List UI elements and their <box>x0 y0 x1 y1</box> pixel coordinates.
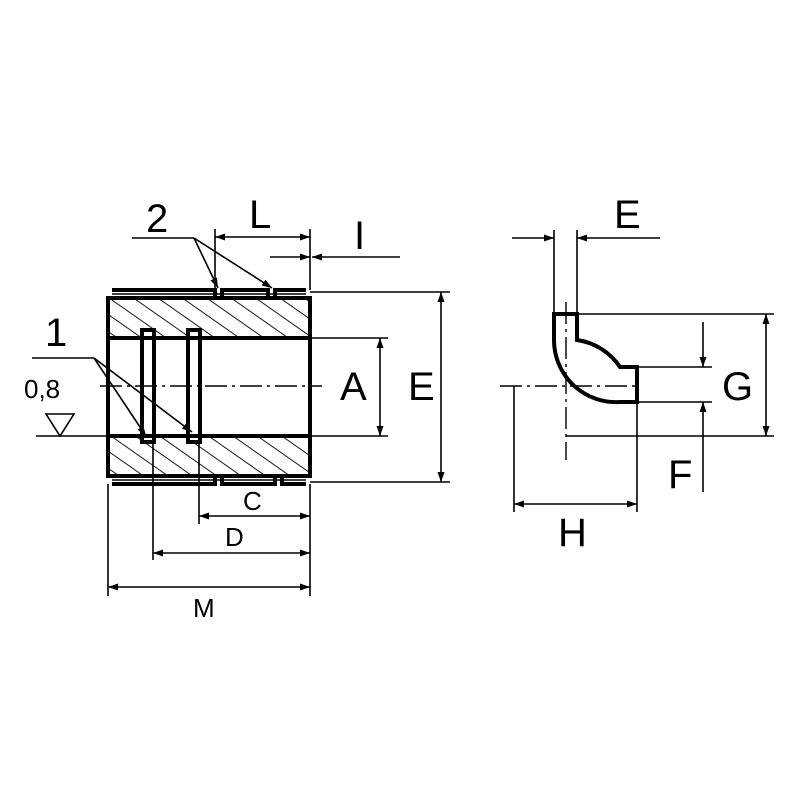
surface-roughness-symbol: 0,8 <box>24 374 142 438</box>
dim-E-end-label: E <box>614 193 641 237</box>
dim-H-label: H <box>558 511 587 555</box>
dim-L-label: L <box>249 193 271 237</box>
dimension-F: F <box>637 322 712 497</box>
dim-E-side-label: E <box>408 365 435 409</box>
callout-1: 1 <box>32 311 193 437</box>
dimension-E-end: E <box>512 193 660 314</box>
dimension-C: C <box>198 442 311 596</box>
dim-F-label: F <box>668 453 692 497</box>
side-section-view <box>100 288 322 486</box>
dimension-E-side: E <box>310 291 450 483</box>
dim-A-label: A <box>340 365 367 409</box>
dim-D-label: D <box>225 522 244 552</box>
bottom-wall-hatch <box>108 436 310 476</box>
end-view-outline <box>551 312 639 405</box>
dim-C-label: C <box>243 486 262 516</box>
callout-2: 2 <box>132 197 273 289</box>
dimension-I: I <box>270 214 400 261</box>
body-outline <box>106 296 312 478</box>
dim-M-label: M <box>193 593 215 623</box>
dimension-L: L <box>214 193 311 290</box>
callout-2-label: 2 <box>146 197 168 241</box>
dim-I-label: I <box>354 214 365 258</box>
dimension-D: D <box>152 442 310 560</box>
dimension-H: H <box>513 386 638 555</box>
roughness-value: 0,8 <box>24 374 60 404</box>
dimension-M: M <box>107 484 310 623</box>
dim-G-label: G <box>722 365 753 409</box>
dimension-A: A <box>310 337 388 437</box>
dimension-G: G <box>566 313 774 437</box>
end-view <box>500 302 640 460</box>
top-wall-hatch <box>108 298 310 338</box>
callout-1-label: 1 <box>45 311 67 355</box>
